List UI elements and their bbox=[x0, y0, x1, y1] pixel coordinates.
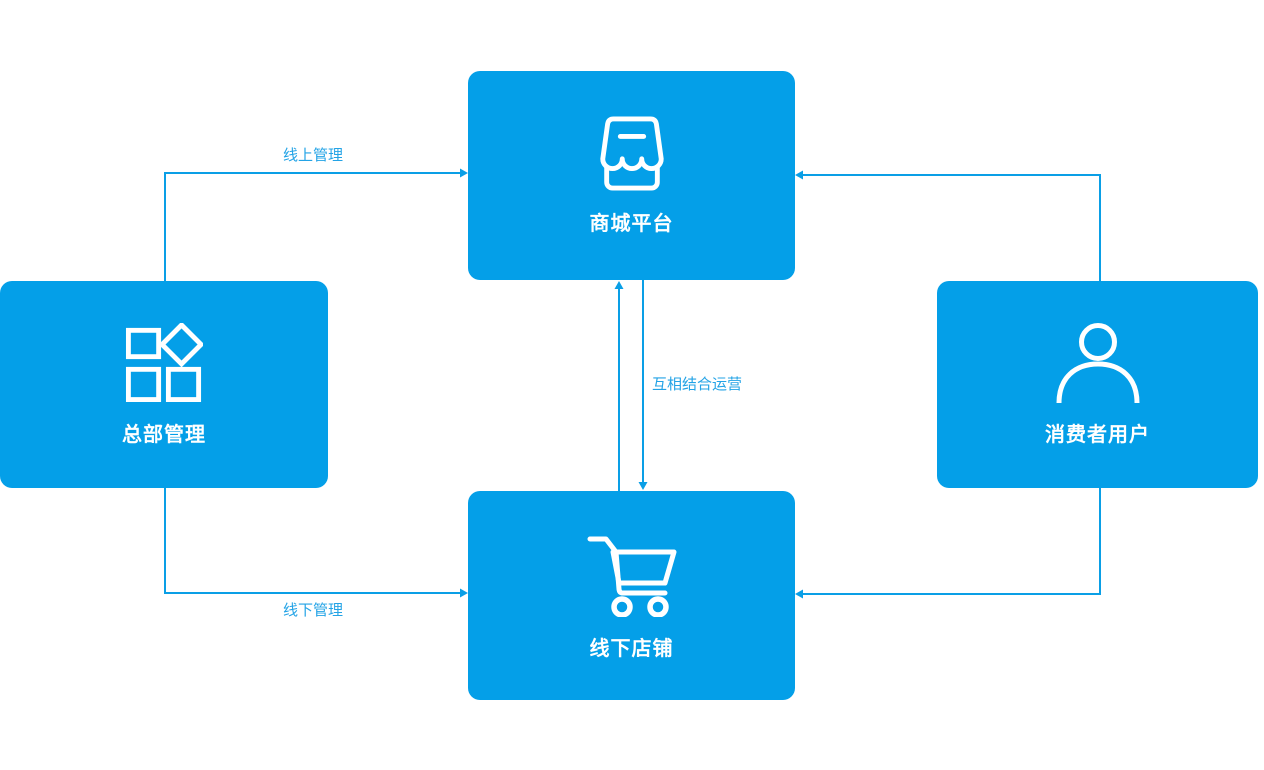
node-label-offline-store: 线下店铺 bbox=[589, 637, 674, 660]
storefront-icon bbox=[599, 115, 664, 191]
user-icon bbox=[1056, 322, 1139, 403]
edge-label-offline-management: 线下管理 bbox=[283, 602, 344, 619]
node-consumer-users[interactable]: 消费者用户 bbox=[937, 281, 1258, 488]
connector-consumer-to-offline bbox=[803, 488, 1101, 595]
arrowhead-mall-to-offline bbox=[638, 482, 648, 490]
edge-label-online-management: 线上管理 bbox=[283, 147, 344, 164]
node-label-mall-platform: 商城平台 bbox=[589, 212, 674, 235]
edge-label-combined-operation: 互相结合运营 bbox=[652, 376, 743, 393]
node-label-consumer-users: 消费者用户 bbox=[1045, 423, 1150, 446]
arrowhead-online-management bbox=[460, 168, 468, 178]
node-mall-platform[interactable]: 商城平台 bbox=[468, 71, 795, 280]
node-label-headquarters-management: 总部管理 bbox=[122, 423, 206, 446]
arrowhead-offline-management bbox=[460, 588, 468, 598]
node-headquarters-management[interactable]: 总部管理 bbox=[0, 281, 328, 488]
node-offline-store[interactable]: 线下店铺 bbox=[468, 491, 795, 700]
arrowhead-consumer-to-offline bbox=[795, 589, 803, 599]
arrowhead-consumer-to-mall bbox=[795, 170, 803, 180]
grid-icon bbox=[125, 322, 203, 402]
connector-online-management bbox=[164, 172, 460, 281]
arrowhead-offline-to-mall bbox=[614, 281, 624, 289]
cart-icon bbox=[587, 536, 676, 617]
connector-consumer-to-mall bbox=[803, 174, 1101, 281]
connector-offline-management bbox=[164, 488, 460, 594]
